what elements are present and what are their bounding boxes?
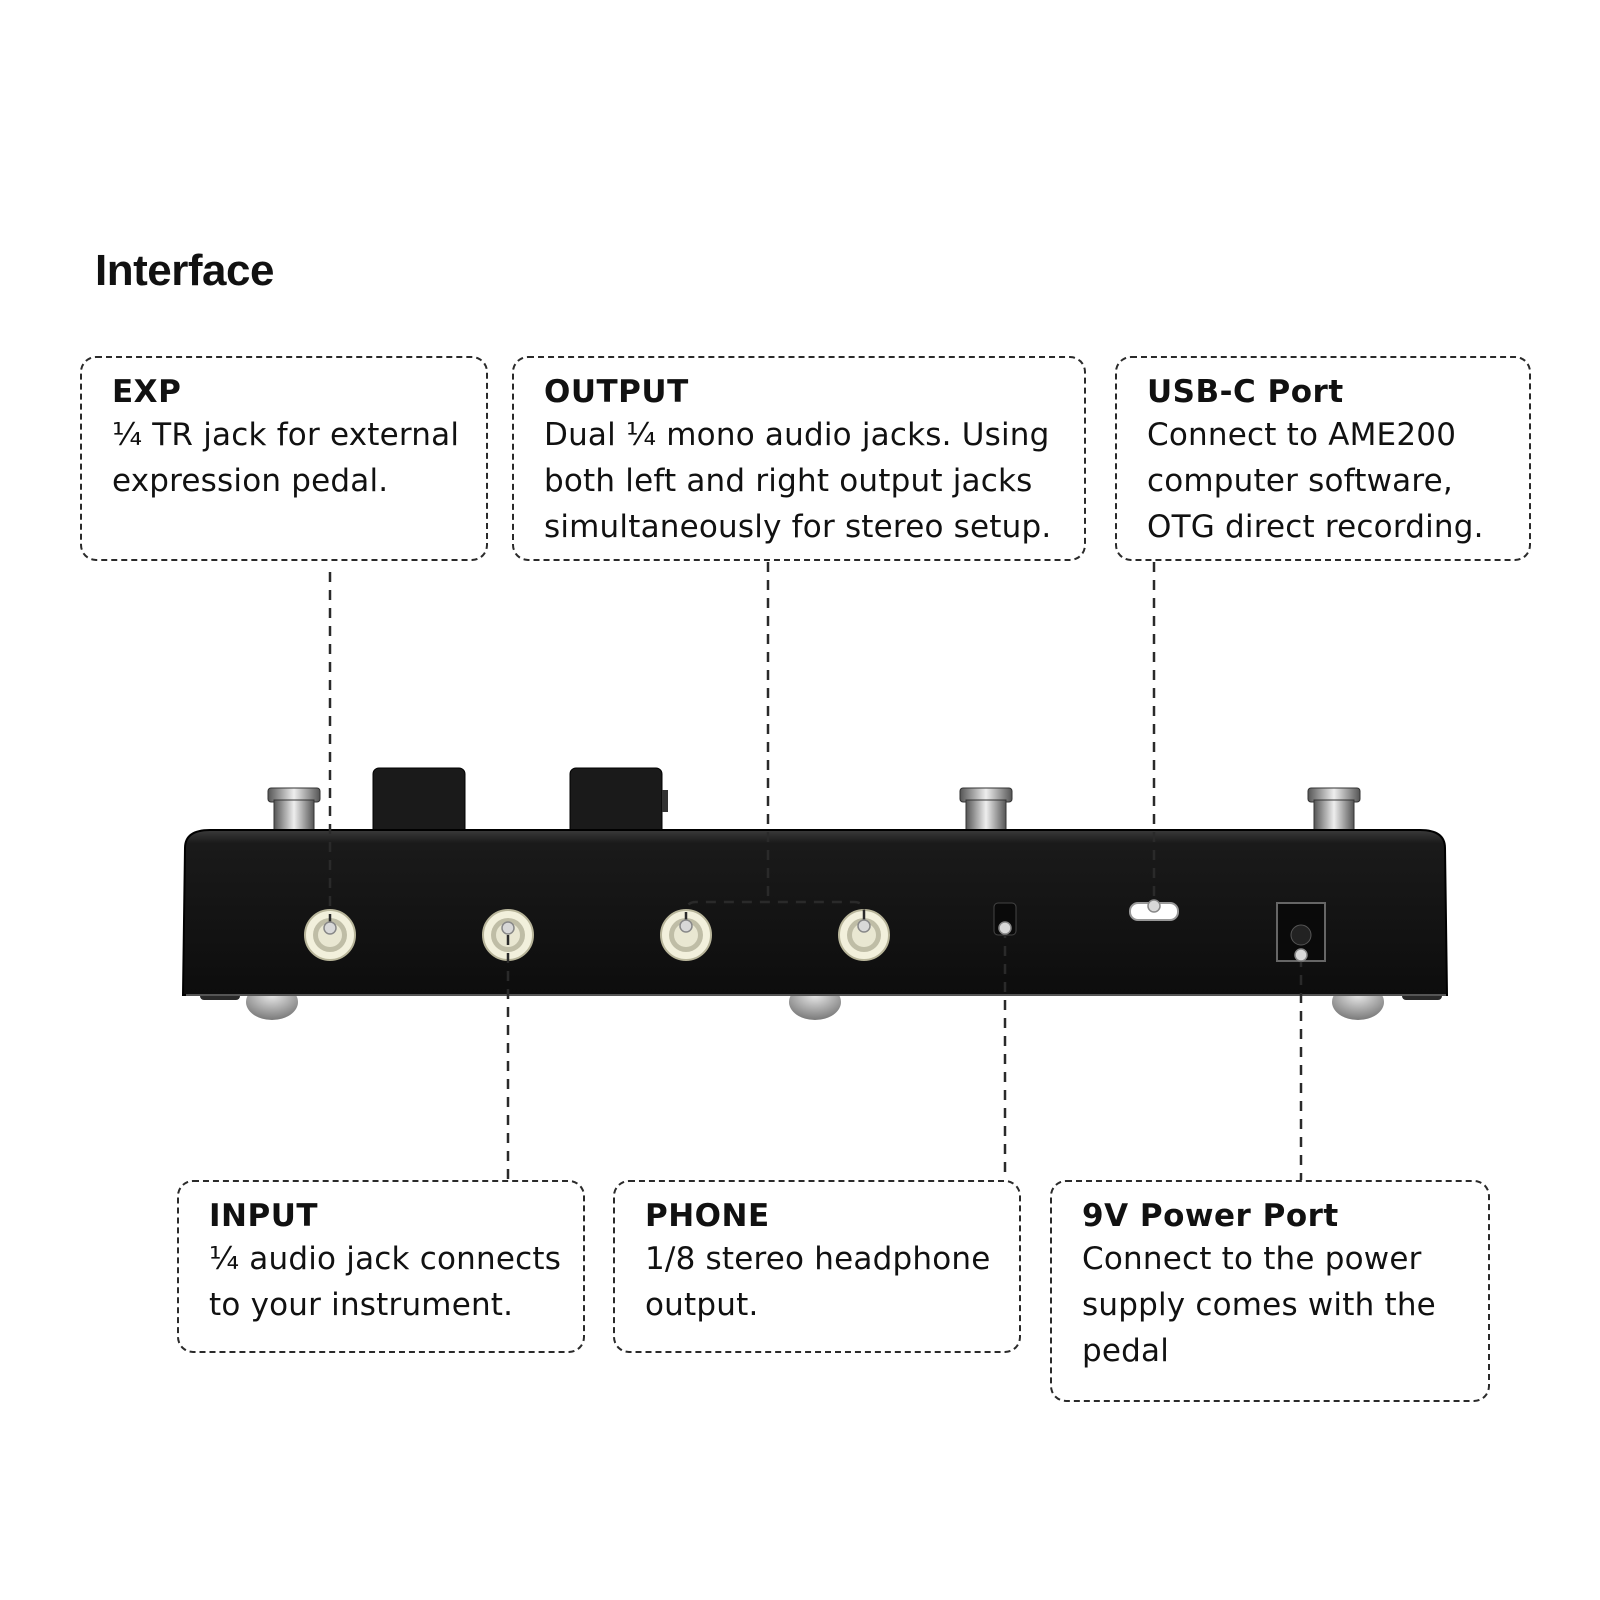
output-description: Dual ¼ mono audio jacks. Using both left… [544,417,1052,545]
input-title: INPUT [209,1198,319,1234]
device-body [181,829,1449,996]
output-jack-right [838,909,890,961]
exp-title: EXP [112,374,182,410]
power-title: 9V Power Port [1082,1198,1339,1234]
phone-description: 1/8 stereo headphone output. [645,1241,991,1323]
page-title: Interface [95,246,274,295]
usbc-callout: USB-C Port Connect to AME200 computer so… [1115,356,1531,561]
input-description: ¼ audio jack connects to your instrument… [209,1241,562,1323]
phone-title: PHONE [645,1198,770,1234]
usbc-title: USB-C Port [1147,374,1344,410]
power-pointer-dot [1294,948,1308,962]
usbc-pointer-dot [1147,899,1161,913]
exp-pointer-dot [323,921,337,935]
output-left-pointer-dot [679,919,693,933]
footswitch-knob-3 [1307,787,1361,837]
footswitch-knob-2 [959,787,1013,837]
usbc-description: Connect to AME200 computer software, OTG… [1147,417,1484,545]
power-callout: 9V Power Port Connect to the power suppl… [1050,1180,1490,1402]
output-right-pointer-dot [857,919,871,933]
input-pointer-dot [501,921,515,935]
phone-callout: PHONE 1/8 stereo headphone output. [613,1180,1021,1353]
input-callout: INPUT ¼ audio jack connects to your inst… [177,1180,585,1353]
phone-pointer-dot [998,921,1012,935]
exp-description: ¼ TR jack for external expression pedal. [112,417,460,499]
output-jack-left [660,909,712,961]
exp-callout: EXP ¼ TR jack for external expression pe… [80,356,488,561]
power-description: Connect to the power supply comes with t… [1082,1241,1436,1369]
output-callout: OUTPUT Dual ¼ mono audio jacks. Using bo… [512,356,1086,561]
output-title: OUTPUT [544,374,689,410]
exp-jack [304,909,356,961]
footswitch-knob-1 [267,787,321,837]
